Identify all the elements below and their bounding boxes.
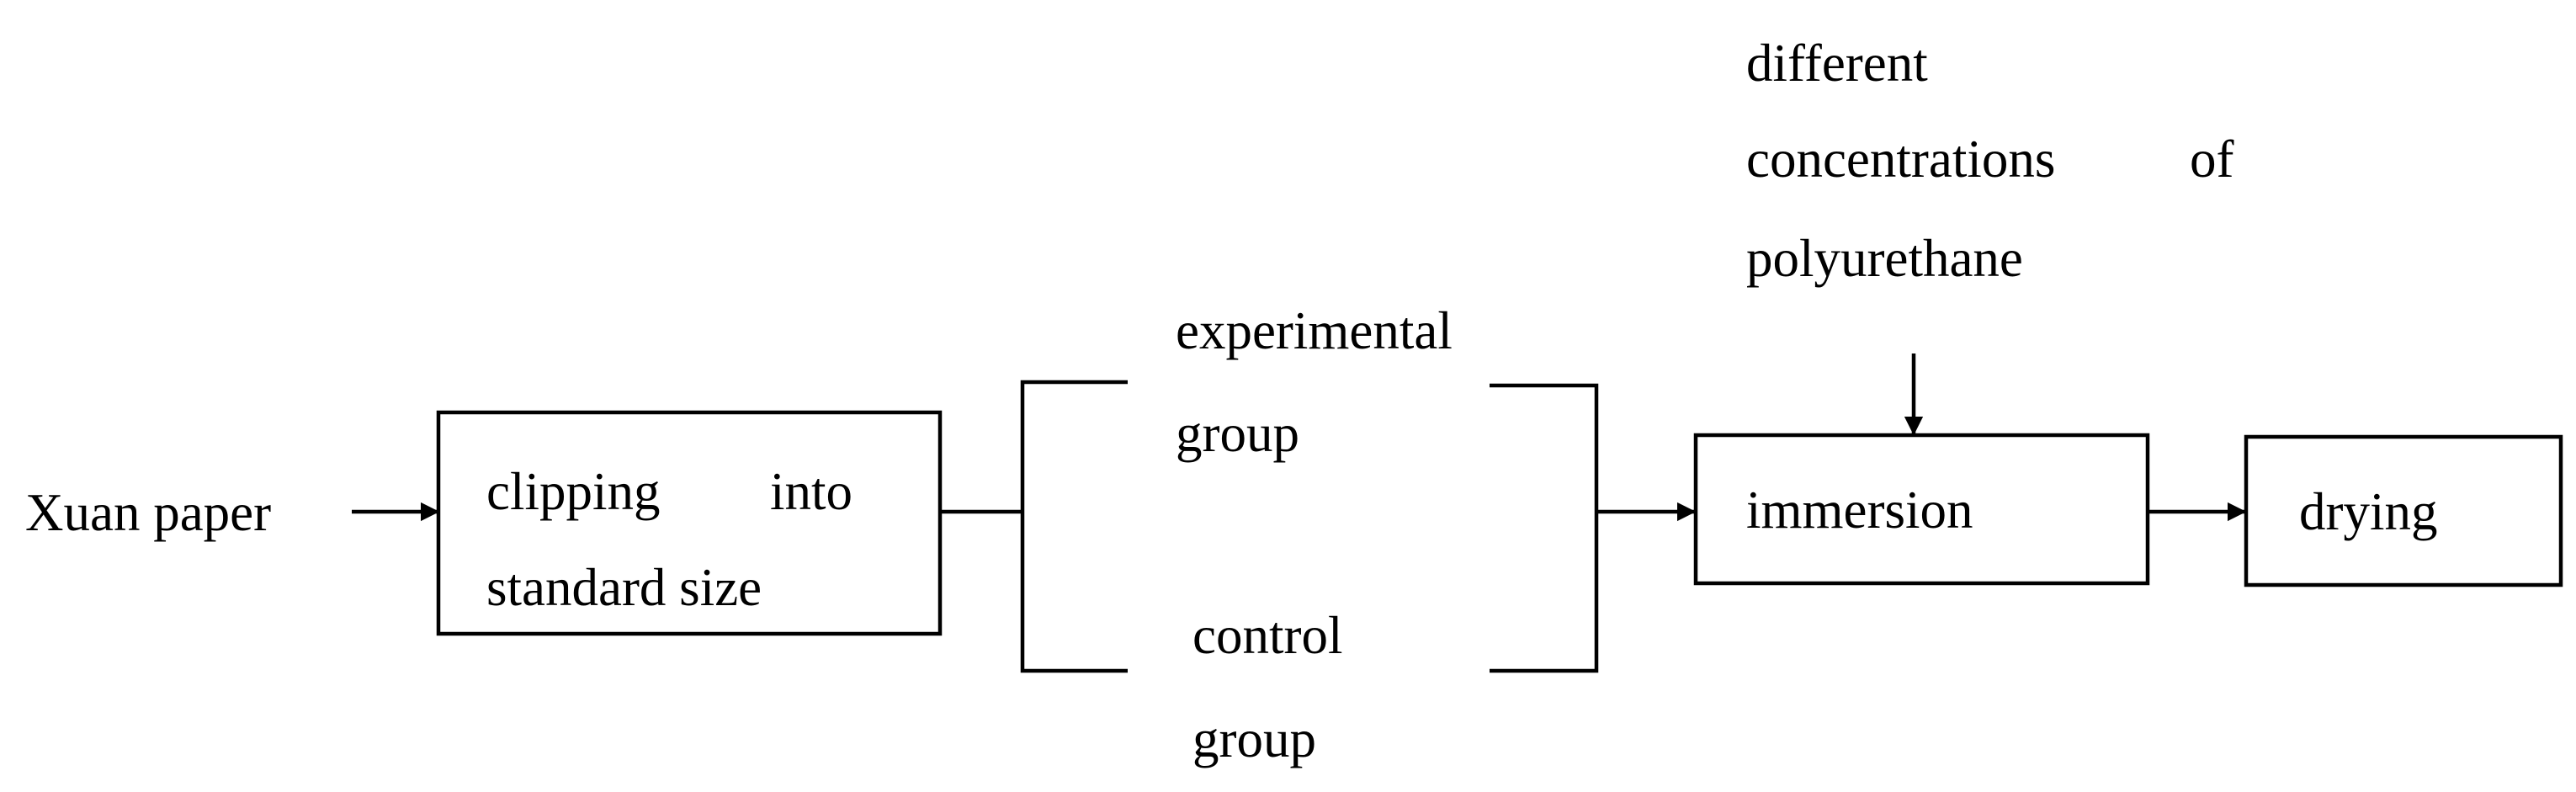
additive-line2-word1: concentrations [1746,130,2056,189]
clipping-label-line2: standard size [486,558,762,617]
immersion-label: immersion [1746,481,1973,540]
control-group-line2: group [1192,710,1316,768]
experimental-group-line2: group [1176,404,1299,463]
additive-line1: different [1746,34,1928,93]
clipping-label-word1: clipping [486,462,661,521]
clipping-box [436,410,943,636]
left-bracket [1020,380,1128,673]
clipping-label-word2: into [770,462,853,521]
additive-line2-word2: of [2190,130,2234,189]
control-group-line1: control [1192,606,1343,665]
xuan-paper-label: Xuan paper [25,483,272,542]
right-bracket [1490,383,1599,673]
additive-line3: polyurethane [1746,229,2023,288]
experimental-group-line1: experimental [1176,301,1453,360]
drying-box [2244,434,2563,587]
drying-label: drying [2299,482,2438,541]
